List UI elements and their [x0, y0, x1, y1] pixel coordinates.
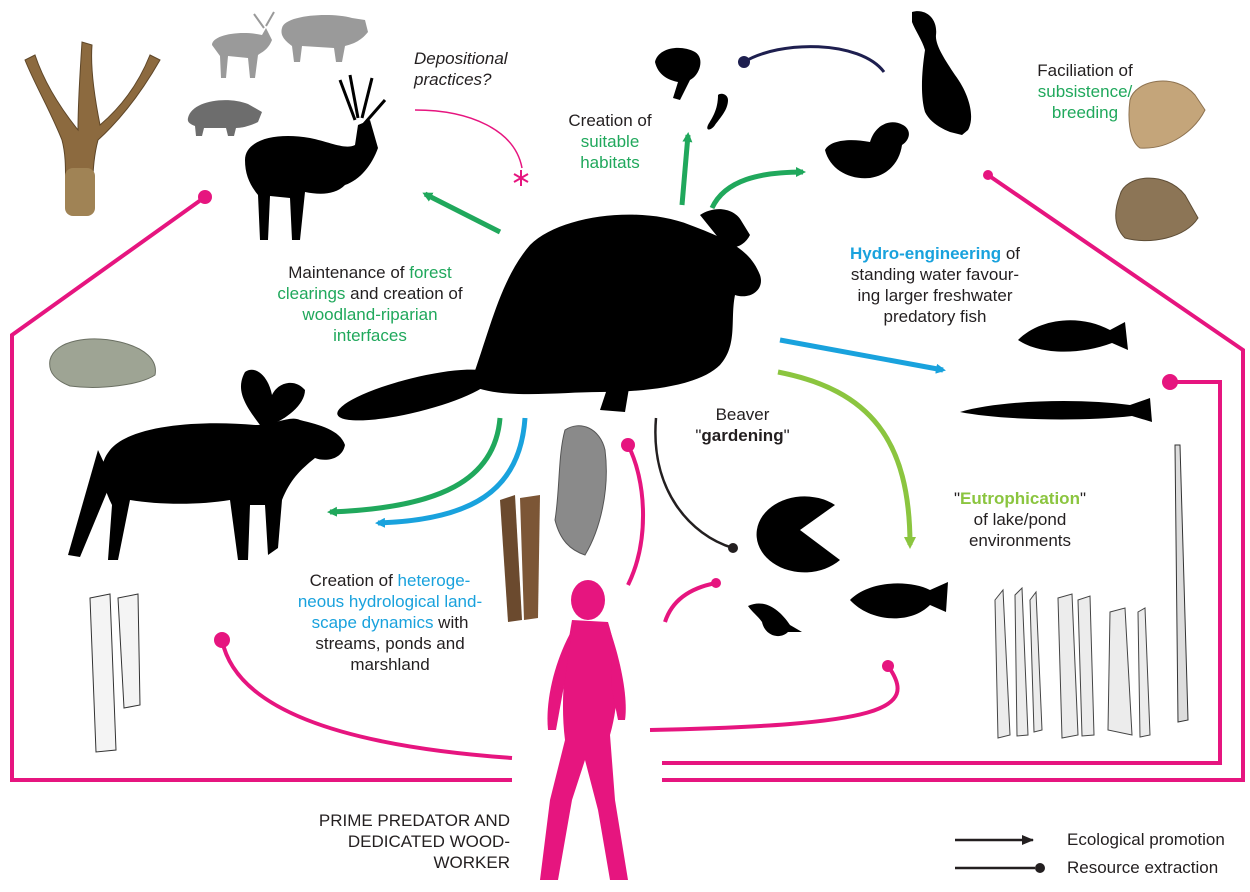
human-silhouette [540, 580, 628, 880]
asterisk-icon [514, 170, 528, 186]
arrow-to-moose [330, 418, 500, 512]
moose-silhouette [68, 370, 345, 560]
legend-ecological-promotion: Ecological promotion [1067, 829, 1225, 850]
label-suitable-habitats: Creation of suitable habitats [555, 110, 665, 173]
carp-silhouette [850, 582, 948, 618]
bone-points [995, 588, 1150, 738]
label-hydro-engineering: Hydro-engineering of standing water favo… [825, 243, 1045, 327]
duck-silhouette [825, 122, 909, 178]
newt-silhouette [707, 94, 728, 130]
extraction-line-waterlily [665, 583, 716, 622]
label-prime-predator: PRIME PREDATOR AND DEDICATED WOOD- WORKE… [260, 810, 510, 873]
label-depositional: Depositional practices? [414, 48, 508, 90]
cormorant-silhouette [912, 11, 971, 135]
gardening-dot [728, 543, 738, 553]
arrow-to-amphibians [682, 135, 688, 205]
wooden-stakes [500, 495, 540, 622]
bone-artefact [50, 339, 156, 387]
water-lily-silhouette [757, 496, 840, 572]
bone-tool-sketch [90, 594, 140, 752]
antler-artefact-2 [1116, 178, 1198, 241]
jaw-artefact [555, 426, 606, 555]
extraction-line-antler-tools [628, 445, 643, 585]
pike-silhouette [960, 398, 1152, 422]
reindeer-silhouette [212, 12, 274, 78]
boar-silhouette [188, 100, 262, 136]
harpoon-sketch [1175, 445, 1188, 722]
extraction-line-goldfish [650, 666, 898, 730]
frog-silhouette [655, 48, 700, 100]
arrow-to-deer [425, 194, 500, 232]
red-deer-silhouette [245, 75, 385, 240]
amphibian-bird-line [744, 47, 884, 72]
label-facilitation: Faciliation of subsistence/ breeding [1015, 60, 1155, 123]
seed-silhouette [748, 603, 802, 636]
label-beaver-gardening: Beaver "gardening" [690, 404, 795, 446]
label-eutrophication: "Eutrophication" of lake/pond environmen… [945, 488, 1095, 551]
legend-resource-extraction: Resource extraction [1067, 857, 1218, 878]
label-heterogeneous: Creation of heteroge- neous hydrological… [280, 570, 500, 675]
legend-graphics [955, 840, 1045, 873]
antler-skull-artefact [25, 42, 160, 216]
arrow-to-perch [780, 340, 943, 370]
aurochs-silhouette [281, 15, 368, 62]
depositional-curve [415, 110, 522, 168]
label-forest-clearings: Maintenance of forest clearings and crea… [255, 262, 485, 346]
arrow-to-ducks [712, 172, 803, 208]
